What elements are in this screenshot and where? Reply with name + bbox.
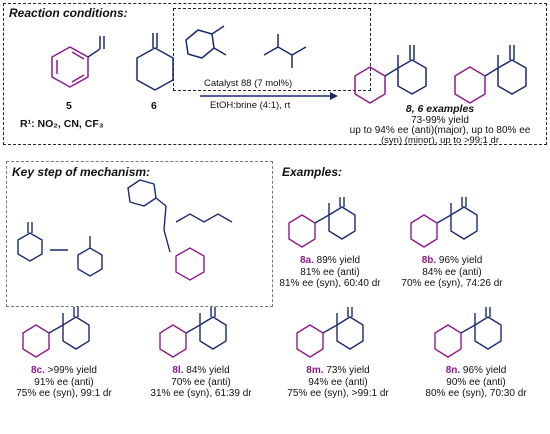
- aldehyde-label: 5: [66, 100, 72, 112]
- example-8m-ee-syn: 75% ee (syn), >99:1 dr: [287, 388, 389, 399]
- catalyst-box: [173, 8, 371, 91]
- example-8l-ee-syn: 31% ee (syn), 61:39 dr: [150, 388, 252, 399]
- example-8b-label: 8b.: [421, 255, 439, 266]
- product-ee-line2: (syn) (minor), up to >99:1 dr: [380, 135, 500, 146]
- example-8m-yield: 8m. 73% yield: [287, 365, 388, 377]
- mechanism-diamine-ring: [127, 179, 157, 207]
- example-8l-ee-anti: 70% ee (anti): [171, 376, 231, 388]
- example-8n-structure: [434, 307, 502, 358]
- example-8b-yield-value: 96% yield: [438, 255, 483, 266]
- product-anti-aryl-ring: [354, 66, 386, 104]
- mechanism-aryl-ring: [175, 247, 205, 281]
- example-8l-yield-value: 84% yield: [186, 365, 230, 376]
- example-8l-yield: 8l. 84% yield: [150, 365, 251, 377]
- mechanism-tartrate: [175, 213, 233, 223]
- ketone-label: 6: [151, 100, 157, 112]
- example-8b-structure: [410, 197, 478, 248]
- example-8n-label: 8n.: [445, 365, 463, 376]
- cyclohexanone-ring: [136, 47, 174, 91]
- example-8c-yield-value: >99% yield: [47, 365, 97, 376]
- catalyst-diamine-ring: [185, 29, 215, 59]
- example-8c-yield: 8c. >99% yield: [16, 365, 112, 377]
- examples-title: Examples:: [282, 165, 343, 179]
- example-8c-ee-anti: 91% ee (anti): [34, 376, 94, 388]
- enolate-ring: [77, 247, 103, 277]
- example-8c-ee-syn: 75% ee (syn), 99:1 dr: [16, 388, 112, 399]
- mechanism-title: Key step of mechanism:: [12, 165, 151, 179]
- example-8a-yield: 8a. 89% yield: [279, 255, 380, 267]
- example-8a-ee-syn: 81% ee (syn), 60:40 dr: [279, 278, 381, 289]
- mechanism-scheme: [17, 179, 233, 281]
- catalyst-text: Catalyst 88 (7 mol%): [204, 78, 293, 89]
- enamine-cyclohexanone: [17, 232, 43, 262]
- example-8b-ee-anti: 84% ee (anti): [422, 266, 482, 278]
- example-8a-label: 8a.: [299, 255, 317, 266]
- benzaldehyde-ring: [51, 46, 89, 88]
- example-8n-yield-value: 96% yield: [462, 365, 507, 376]
- product-ee-line1: up to 94% ee (anti)(major), up to 80% ee: [349, 125, 531, 136]
- example-8a-yield-value: 89% yield: [316, 255, 361, 266]
- example-8a-ee-anti: 81% ee (anti): [300, 266, 360, 278]
- example-8m-structure: [296, 307, 364, 358]
- example-8n-yield: 8n. 96% yield: [425, 365, 526, 377]
- example-8c-structure: [22, 307, 90, 358]
- example-8l-structure: [159, 307, 227, 358]
- reaction-conditions-title: Reaction conditions:: [9, 6, 128, 20]
- example-8n-ee-anti: 90% ee (anti): [446, 376, 506, 388]
- product-anti-ketone-ring: [397, 59, 427, 95]
- product-label: 8, 6 examples: [405, 103, 475, 115]
- solvent-text: EtOH:brine (4:1), rt: [210, 100, 291, 111]
- product-syn-aryl-ring: [454, 66, 486, 104]
- example-8m-yield-value: 73% yield: [326, 365, 370, 376]
- example-8a-structure: [288, 197, 356, 248]
- example-8m-label: 8m.: [306, 365, 327, 376]
- example-8c-label: 8c.: [31, 365, 48, 376]
- product-yield: 73-99% yield: [411, 115, 469, 126]
- product-syn-ketone-ring: [497, 59, 527, 95]
- substituent-list: R¹: NO₂, CN, CF₃: [20, 118, 104, 130]
- reaction-conditions-panel: [3, 3, 547, 145]
- example-8l-label: 8l.: [172, 365, 187, 376]
- example-8b-yield: 8b. 96% yield: [401, 255, 502, 267]
- reaction-scheme: [51, 25, 527, 104]
- example-8b-ee-syn: 70% ee (syn), 74:26 dr: [401, 278, 503, 289]
- example-8m-ee-anti: 94% ee (anti): [308, 376, 368, 388]
- tartrate-backbone: [263, 46, 307, 56]
- mechanism-panel: [6, 161, 273, 307]
- example-8n-ee-syn: 80% ee (syn), 70:30 dr: [425, 388, 527, 399]
